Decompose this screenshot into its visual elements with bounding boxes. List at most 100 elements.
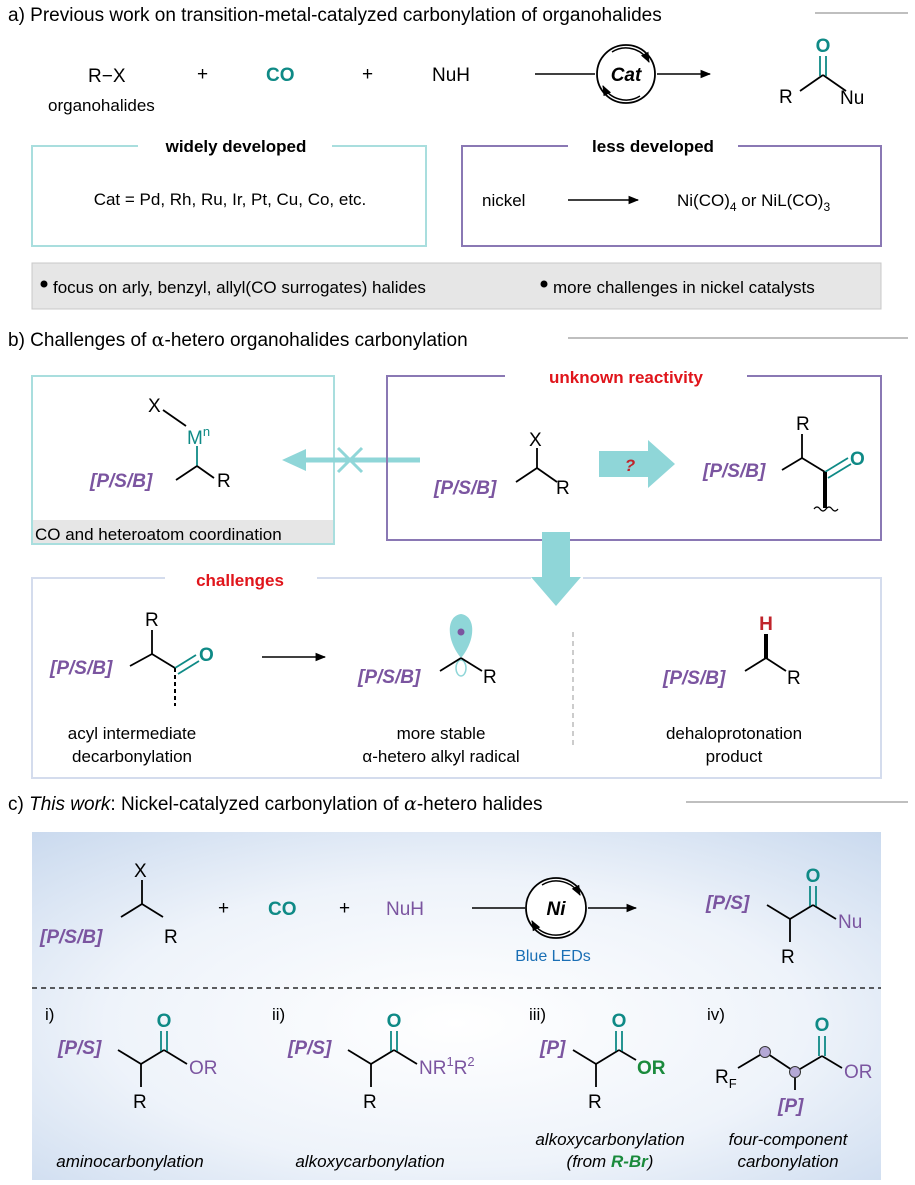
widely-developed-box [31, 145, 427, 247]
dehalo-r-label: R [787, 668, 801, 689]
nickel-carbonyl-formula: Ni(CO)4 or NiL(CO)3 [677, 191, 830, 214]
radical-r-label: R [483, 667, 497, 688]
product-nu-a: Nu [840, 88, 864, 109]
unknown-reactivity-title: unknown reactivity [549, 368, 704, 387]
example-iv-rf: RF [715, 1067, 737, 1091]
substrate-x-b: X [529, 430, 542, 451]
example-iii-label: iii) [529, 1005, 546, 1024]
acyl-o-label: O [199, 645, 214, 666]
section-c-title: c) This work: Nickel-catalyzed carbonyla… [8, 793, 543, 815]
coordination-caption-bg [33, 520, 333, 543]
substrate-structure-b [515, 448, 558, 483]
plus-c1: + [218, 898, 229, 919]
unknown-reactivity-box [386, 375, 882, 541]
rx-label: R−X [88, 66, 126, 87]
product-o-c: O [806, 866, 821, 887]
plus-1: + [197, 64, 208, 85]
acyl-structure-b [781, 434, 852, 512]
substrate-x-c: X [134, 861, 147, 882]
caption-ii: alkoxycarbonylation [295, 1152, 444, 1171]
note-bullet-1: focus on arly, benzyl, allyl(CO surrogat… [53, 278, 426, 297]
example-iv-structure [737, 1036, 843, 1090]
example-iv-or: OR [844, 1062, 873, 1083]
example-iii-o: O [612, 1011, 627, 1032]
plus-c2: + [339, 898, 350, 919]
blocked-pathway-arrow [282, 446, 420, 474]
bullet-dot-2 [540, 280, 548, 288]
example-ii-ps: [P/S] [287, 1038, 332, 1059]
caption-iv-1: four-component [729, 1130, 849, 1149]
catalytic-cycle-icon [596, 44, 656, 104]
note-bullet-2: more challenges in nickel catalysts [553, 278, 815, 297]
r-label-1: R [217, 471, 231, 492]
widely-developed-text: Cat = Pd, Rh, Ru, Ir, Pt, Cu, Co, etc. [94, 190, 367, 209]
example-iv-label: iv) [707, 1005, 725, 1024]
acyl-o-b: O [850, 449, 865, 470]
metal-x: X [148, 396, 161, 417]
co-label-a: CO [266, 65, 295, 86]
example-i-structure [117, 1031, 188, 1087]
widely-developed-title: widely developed [165, 137, 307, 156]
example-ii-r: R [363, 1092, 377, 1113]
psb-label-4: [P/S/B] [49, 658, 113, 679]
caption-iii-2: (from R-Br) [567, 1152, 654, 1171]
example-iv-p: [P] [777, 1096, 804, 1117]
section-b-title: b) Challenges of α-hetero organohalides … [8, 329, 468, 351]
example-ii-structure [347, 1031, 418, 1087]
nickel-label: nickel [482, 191, 525, 210]
ni-label: Ni [547, 899, 567, 920]
co-label-c: CO [268, 899, 297, 920]
example-i-ps: [P/S] [57, 1038, 102, 1059]
note-bar [31, 262, 882, 310]
cat-label: Cat [611, 65, 642, 86]
radical-structure [439, 614, 483, 677]
radical-caption-2: α-hetero alkyl radical [362, 747, 519, 766]
example-iii-or: OR [637, 1058, 666, 1079]
r-label-2: R [556, 478, 570, 499]
radical-caption-1: more stable [397, 724, 486, 743]
example-iii-structure [572, 1031, 637, 1087]
example-i-r: R [133, 1092, 147, 1113]
psb-label-c: [P/S/B] [39, 927, 103, 948]
product-r-c: R [781, 947, 795, 968]
question-mark: ? [625, 456, 636, 475]
caption-i: aminocarbonylation [56, 1152, 203, 1171]
nuh-label-c: NuH [386, 899, 424, 920]
psb-label-5: [P/S/B] [357, 667, 421, 688]
psb-label-6: [P/S/B] [662, 668, 726, 689]
example-iv-o: O [815, 1015, 830, 1036]
substrate-r-c: R [164, 927, 178, 948]
product-r-a: R [779, 87, 793, 108]
coordination-caption: CO and heteroatom coordination [35, 525, 282, 544]
example-iii-p: [P] [539, 1038, 566, 1059]
less-developed-title: less developed [592, 137, 714, 156]
bullet-dot-1 [40, 280, 48, 288]
acyl-caption-2: decarbonylation [72, 747, 192, 766]
ps-label-c: [P/S] [705, 893, 750, 914]
acyl-r-b: R [796, 414, 810, 435]
substrate-structure-c [120, 880, 164, 918]
example-ii-o: O [387, 1011, 402, 1032]
less-developed-box [461, 145, 882, 247]
question-block-arrow [599, 440, 675, 488]
down-block-arrow [531, 532, 581, 606]
example-i-o: O [157, 1011, 172, 1032]
section-a-title: a) Previous work on transition-metal-cat… [8, 5, 662, 26]
metal-complex-structure [162, 409, 215, 481]
metal-m: Mn [187, 424, 210, 449]
example-iii-r: R [588, 1092, 602, 1113]
dehalo-caption-2: product [706, 747, 763, 766]
psb-label-1: [P/S/B] [89, 471, 153, 492]
challenges-title: challenges [196, 571, 284, 590]
acyl-r-label: R [145, 610, 159, 631]
example-i-or: OR [189, 1058, 218, 1079]
challenges-box [31, 577, 882, 779]
caption-iv-2: carbonylation [737, 1152, 838, 1171]
dehalo-structure [744, 634, 787, 672]
product-structure-a [799, 56, 847, 92]
example-ii-label: ii) [272, 1005, 285, 1024]
product-o-a: O [816, 36, 831, 57]
dehalo-h-label: H [759, 614, 773, 635]
dehalo-caption-1: dehaloprotonation [666, 724, 802, 743]
